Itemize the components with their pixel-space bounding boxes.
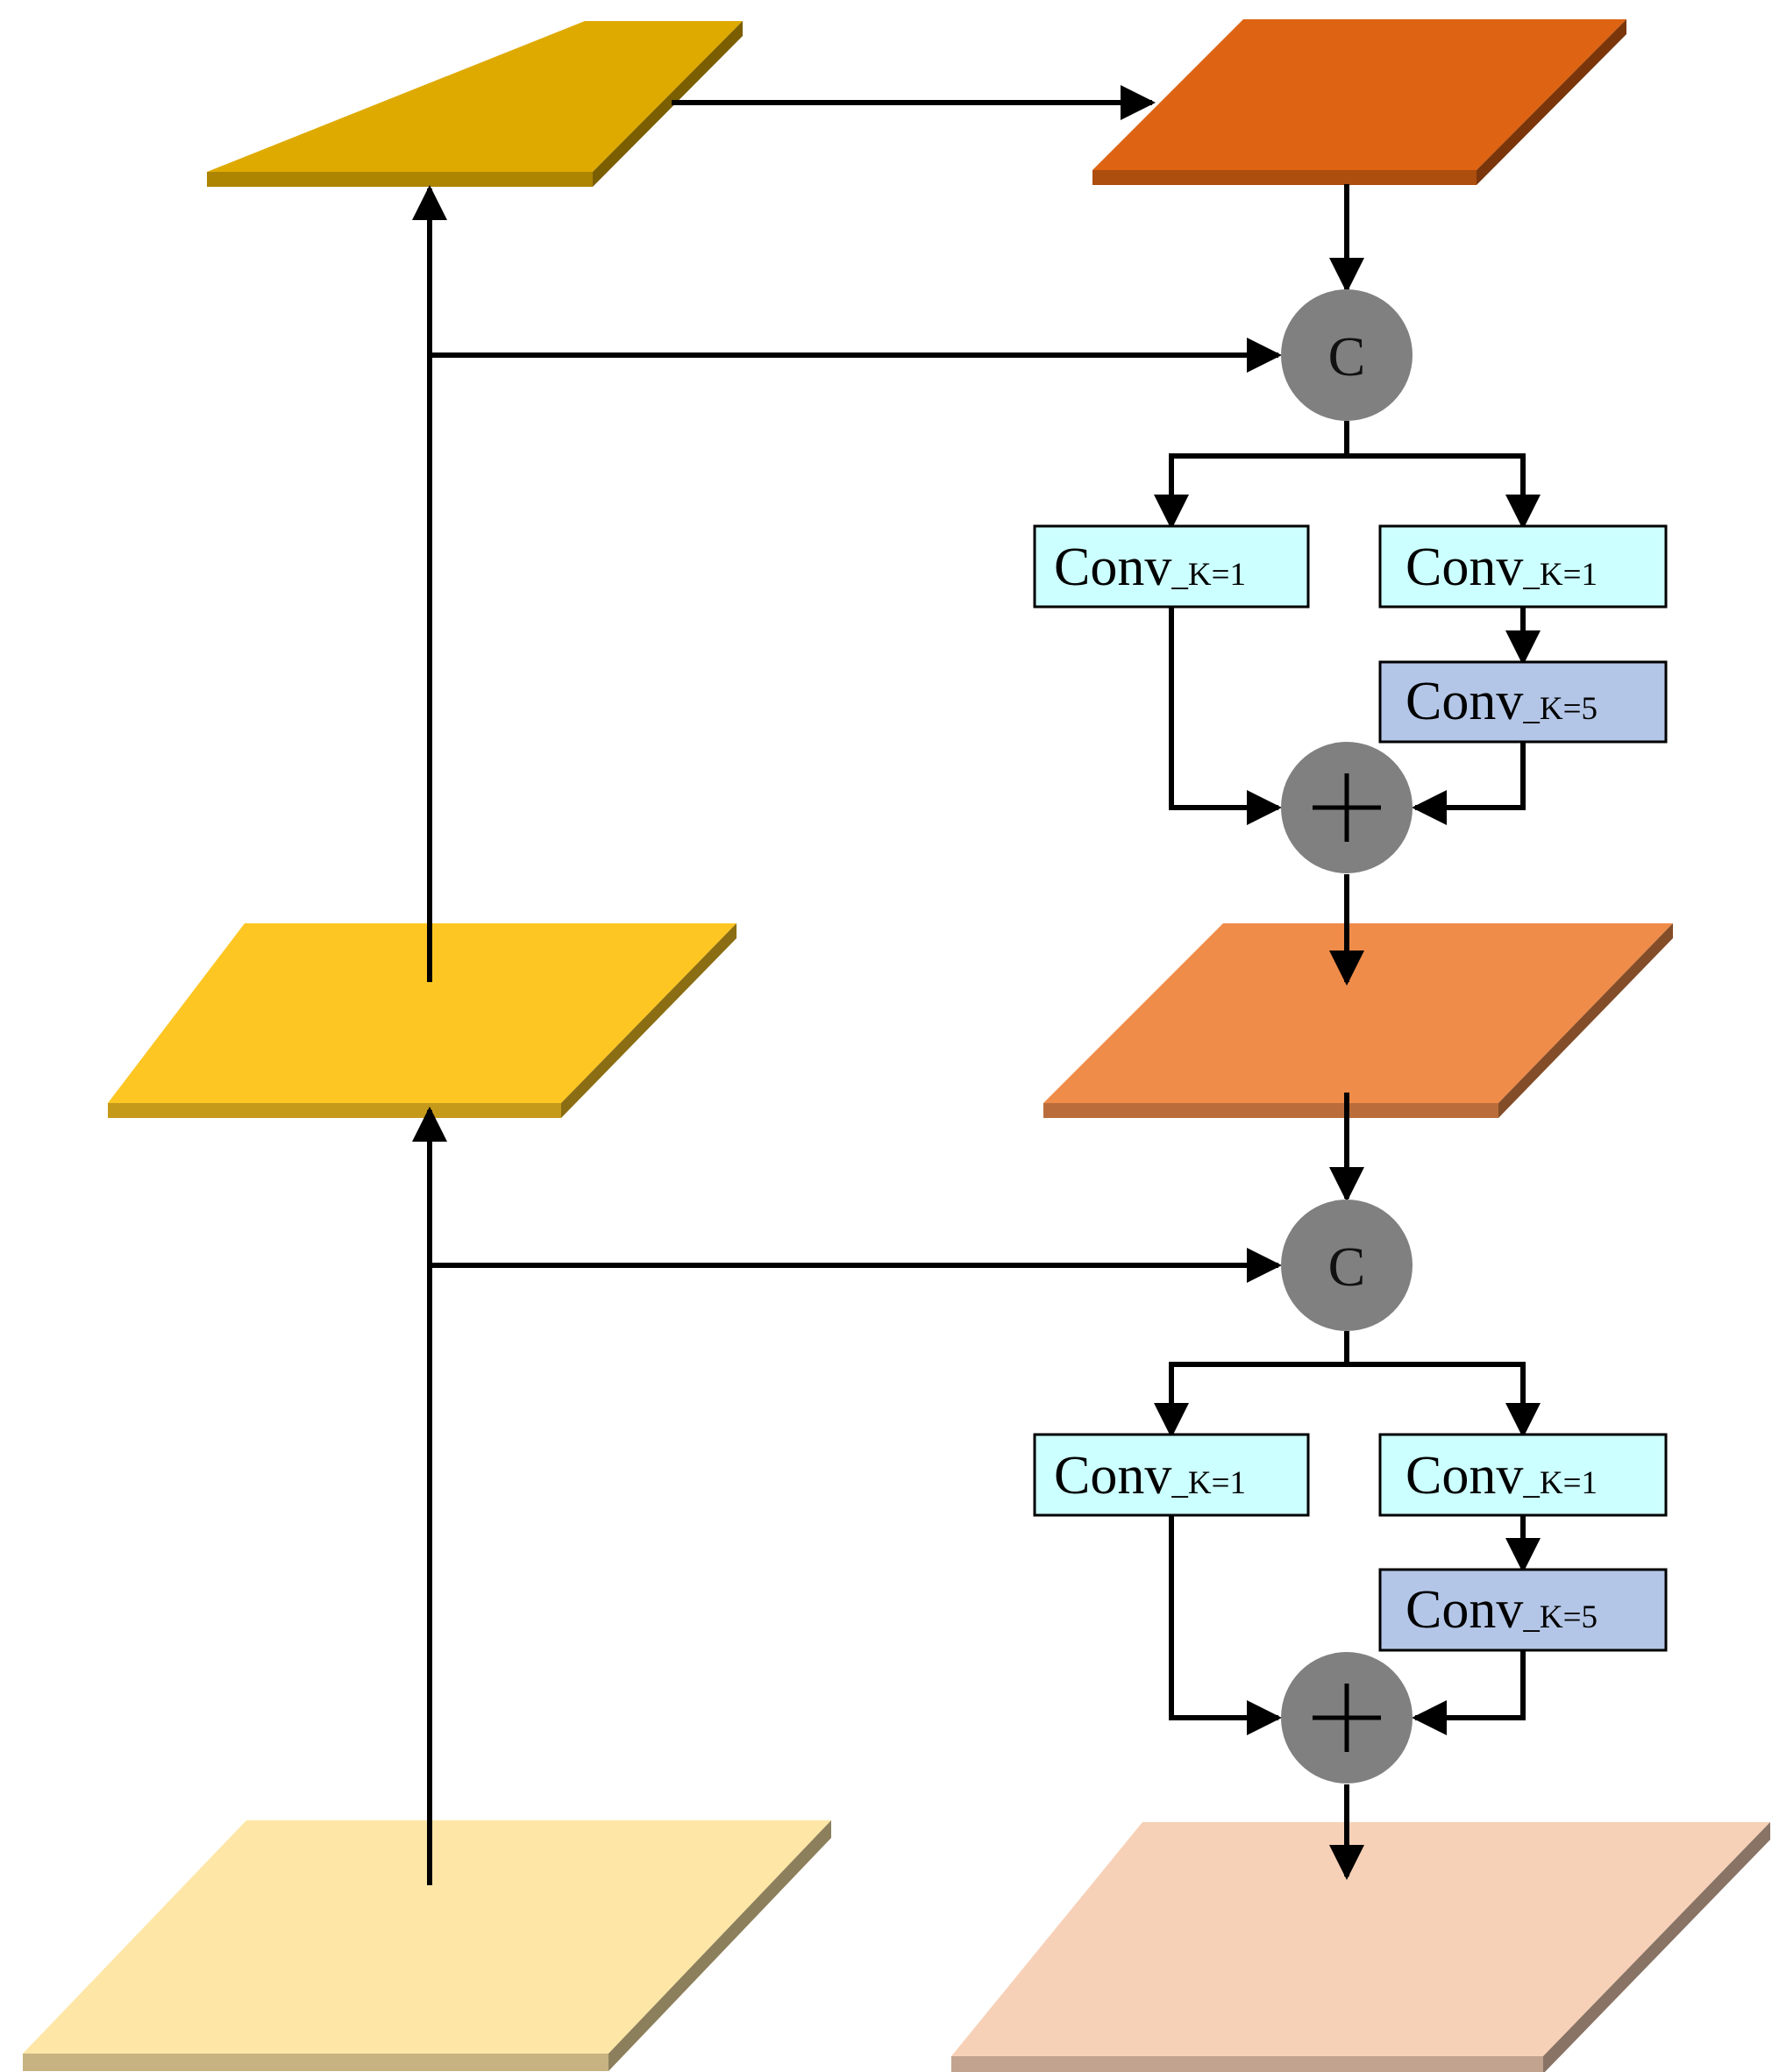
add-node	[1281, 742, 1413, 873]
arrow-depthwise-to-add-1	[1412, 742, 1526, 825]
concat-symbol: C	[1328, 325, 1366, 388]
arrow-concat2-to-conv-right	[1347, 1362, 1541, 1438]
conv-k5-depthwise: Conv_K=5	[1378, 660, 1668, 744]
arrow-depthwise-to-add-2	[1412, 1650, 1526, 1735]
plate-fpn-top	[1092, 19, 1626, 185]
arrow-concat1-to-conv-left	[1154, 421, 1349, 530]
conv-k1-right: Conv_K=1	[1378, 1433, 1668, 1517]
svg-text:Conv_K=1: Conv_K=1	[1406, 538, 1598, 597]
conv-k1-right: Conv_K=1	[1378, 524, 1668, 609]
concat-node	[1281, 289, 1413, 421]
arrow-conv-left-to-add-1	[1169, 607, 1282, 825]
plate-fpn-bottom	[951, 1822, 1770, 2072]
concat-symbol: C	[1328, 1235, 1366, 1298]
concat-node	[1281, 1200, 1413, 1331]
add-node	[1281, 1652, 1413, 1784]
svg-text:Conv_K=1: Conv_K=1	[1406, 1446, 1598, 1506]
conv-k1-left: Conv_K=1	[1033, 524, 1310, 609]
arrow-concat2-to-conv-left	[1154, 1331, 1349, 1438]
svg-text:Conv_K=5: Conv_K=5	[1406, 1580, 1598, 1640]
arrow-concat1-to-conv-right	[1347, 453, 1541, 530]
conv-k1-left: Conv_K=1	[1033, 1433, 1310, 1517]
fusion-block-1: C Conv_K=1 Conv_K=1 Conv_K=5	[1033, 289, 1668, 873]
plate-backbone-top	[207, 21, 743, 187]
plate-backbone-mid	[108, 923, 737, 1118]
svg-text:Conv_K=5: Conv_K=5	[1406, 672, 1598, 731]
svg-text:Conv_K=1: Conv_K=1	[1054, 1446, 1246, 1506]
svg-text:Conv_K=1: Conv_K=1	[1054, 538, 1246, 597]
arrow-conv-left-to-add-2	[1169, 1515, 1282, 1735]
conv-k5-depthwise: Conv_K=5	[1378, 1568, 1668, 1652]
plate-fpn-mid	[1043, 923, 1673, 1118]
plate-backbone-bottom	[23, 1820, 831, 2071]
fusion-block-2: C Conv_K=1 Conv_K=1 Conv_K=5	[1033, 1200, 1668, 1784]
